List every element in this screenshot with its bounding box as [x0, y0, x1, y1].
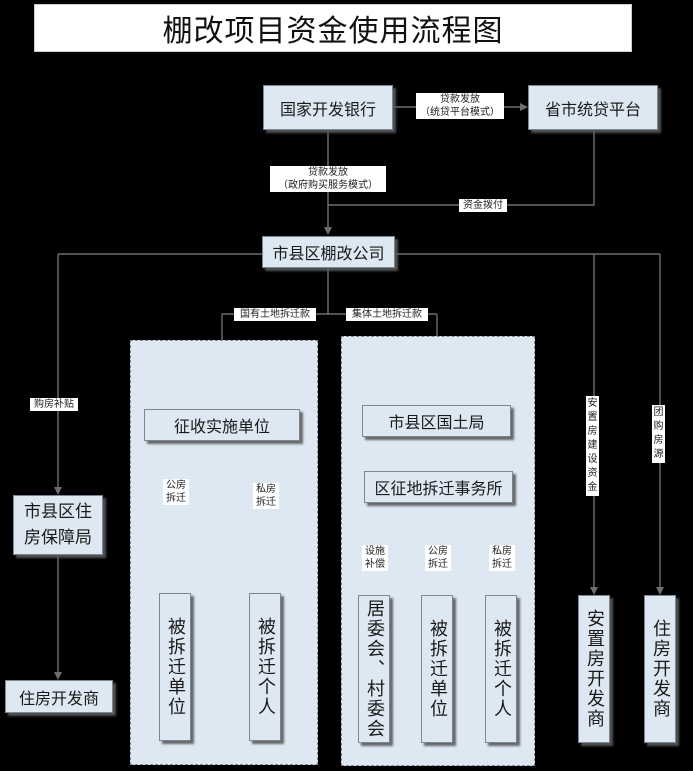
label-loan-platform: 贷款发放 （统贷平台模式） — [416, 93, 504, 119]
arrowhead — [54, 672, 62, 680]
label-fund-allocation: 资金拨付 — [459, 199, 507, 212]
arrowhead — [324, 227, 332, 235]
label-resettlement-fund: 安置房建设资金 — [586, 396, 599, 496]
label-group-purchase: 团购房源 — [652, 405, 665, 463]
label-public-1: 公房 拆迁 — [163, 479, 189, 505]
node-demolished-unit-2[interactable]: 被拆迁单位 — [421, 595, 453, 743]
page-title: 棚改项目资金使用流程图 — [34, 4, 632, 52]
label-facility-comp: 设施 补偿 — [362, 545, 388, 571]
arrowhead — [520, 103, 528, 111]
node-demolished-person-2[interactable]: 被拆迁个人 — [485, 595, 517, 743]
node-demolition-office[interactable]: 区征地拆迁事务所 — [364, 471, 513, 503]
label-private-2: 私房 拆迁 — [489, 545, 515, 571]
connector-platform-company — [328, 130, 595, 206]
label-private-1: 私房 拆迁 — [253, 483, 279, 509]
arrowhead — [590, 587, 598, 595]
node-housing-bureau[interactable]: 市县区住 房保障局 — [13, 495, 103, 555]
node-platform[interactable]: 省市统贷平台 — [528, 85, 658, 130]
label-collective-land: 集体土地拆迁款 — [346, 308, 428, 321]
node-developer-left[interactable]: 住房开发商 — [5, 680, 113, 713]
label-state-land: 国有土地拆迁款 — [234, 308, 316, 321]
node-levy-unit[interactable]: 征收实施单位 — [144, 409, 300, 441]
node-committee[interactable]: 居委会、村委会 — [358, 595, 390, 743]
node-housing-developer-right[interactable]: 住房开发商 — [644, 595, 676, 743]
node-cdb[interactable]: 国家开发银行 — [263, 85, 393, 130]
node-resettlement-developer[interactable]: 安置房开发商 — [578, 595, 610, 743]
label-loan-gov: 贷款发放 （政府购买服务模式） — [270, 166, 386, 192]
label-public-2: 公房 拆迁 — [425, 545, 451, 571]
label-purchase-subsidy: 购房补贴 — [30, 398, 78, 411]
arrowhead — [656, 587, 664, 595]
node-demolished-person-1[interactable]: 被拆迁个人 — [249, 593, 281, 741]
node-company[interactable]: 市县区棚改公司 — [262, 236, 395, 268]
node-demolished-unit-1[interactable]: 被拆迁单位 — [159, 593, 191, 741]
node-land-bureau[interactable]: 市县区国土局 — [362, 405, 511, 437]
arrowhead — [54, 487, 62, 495]
